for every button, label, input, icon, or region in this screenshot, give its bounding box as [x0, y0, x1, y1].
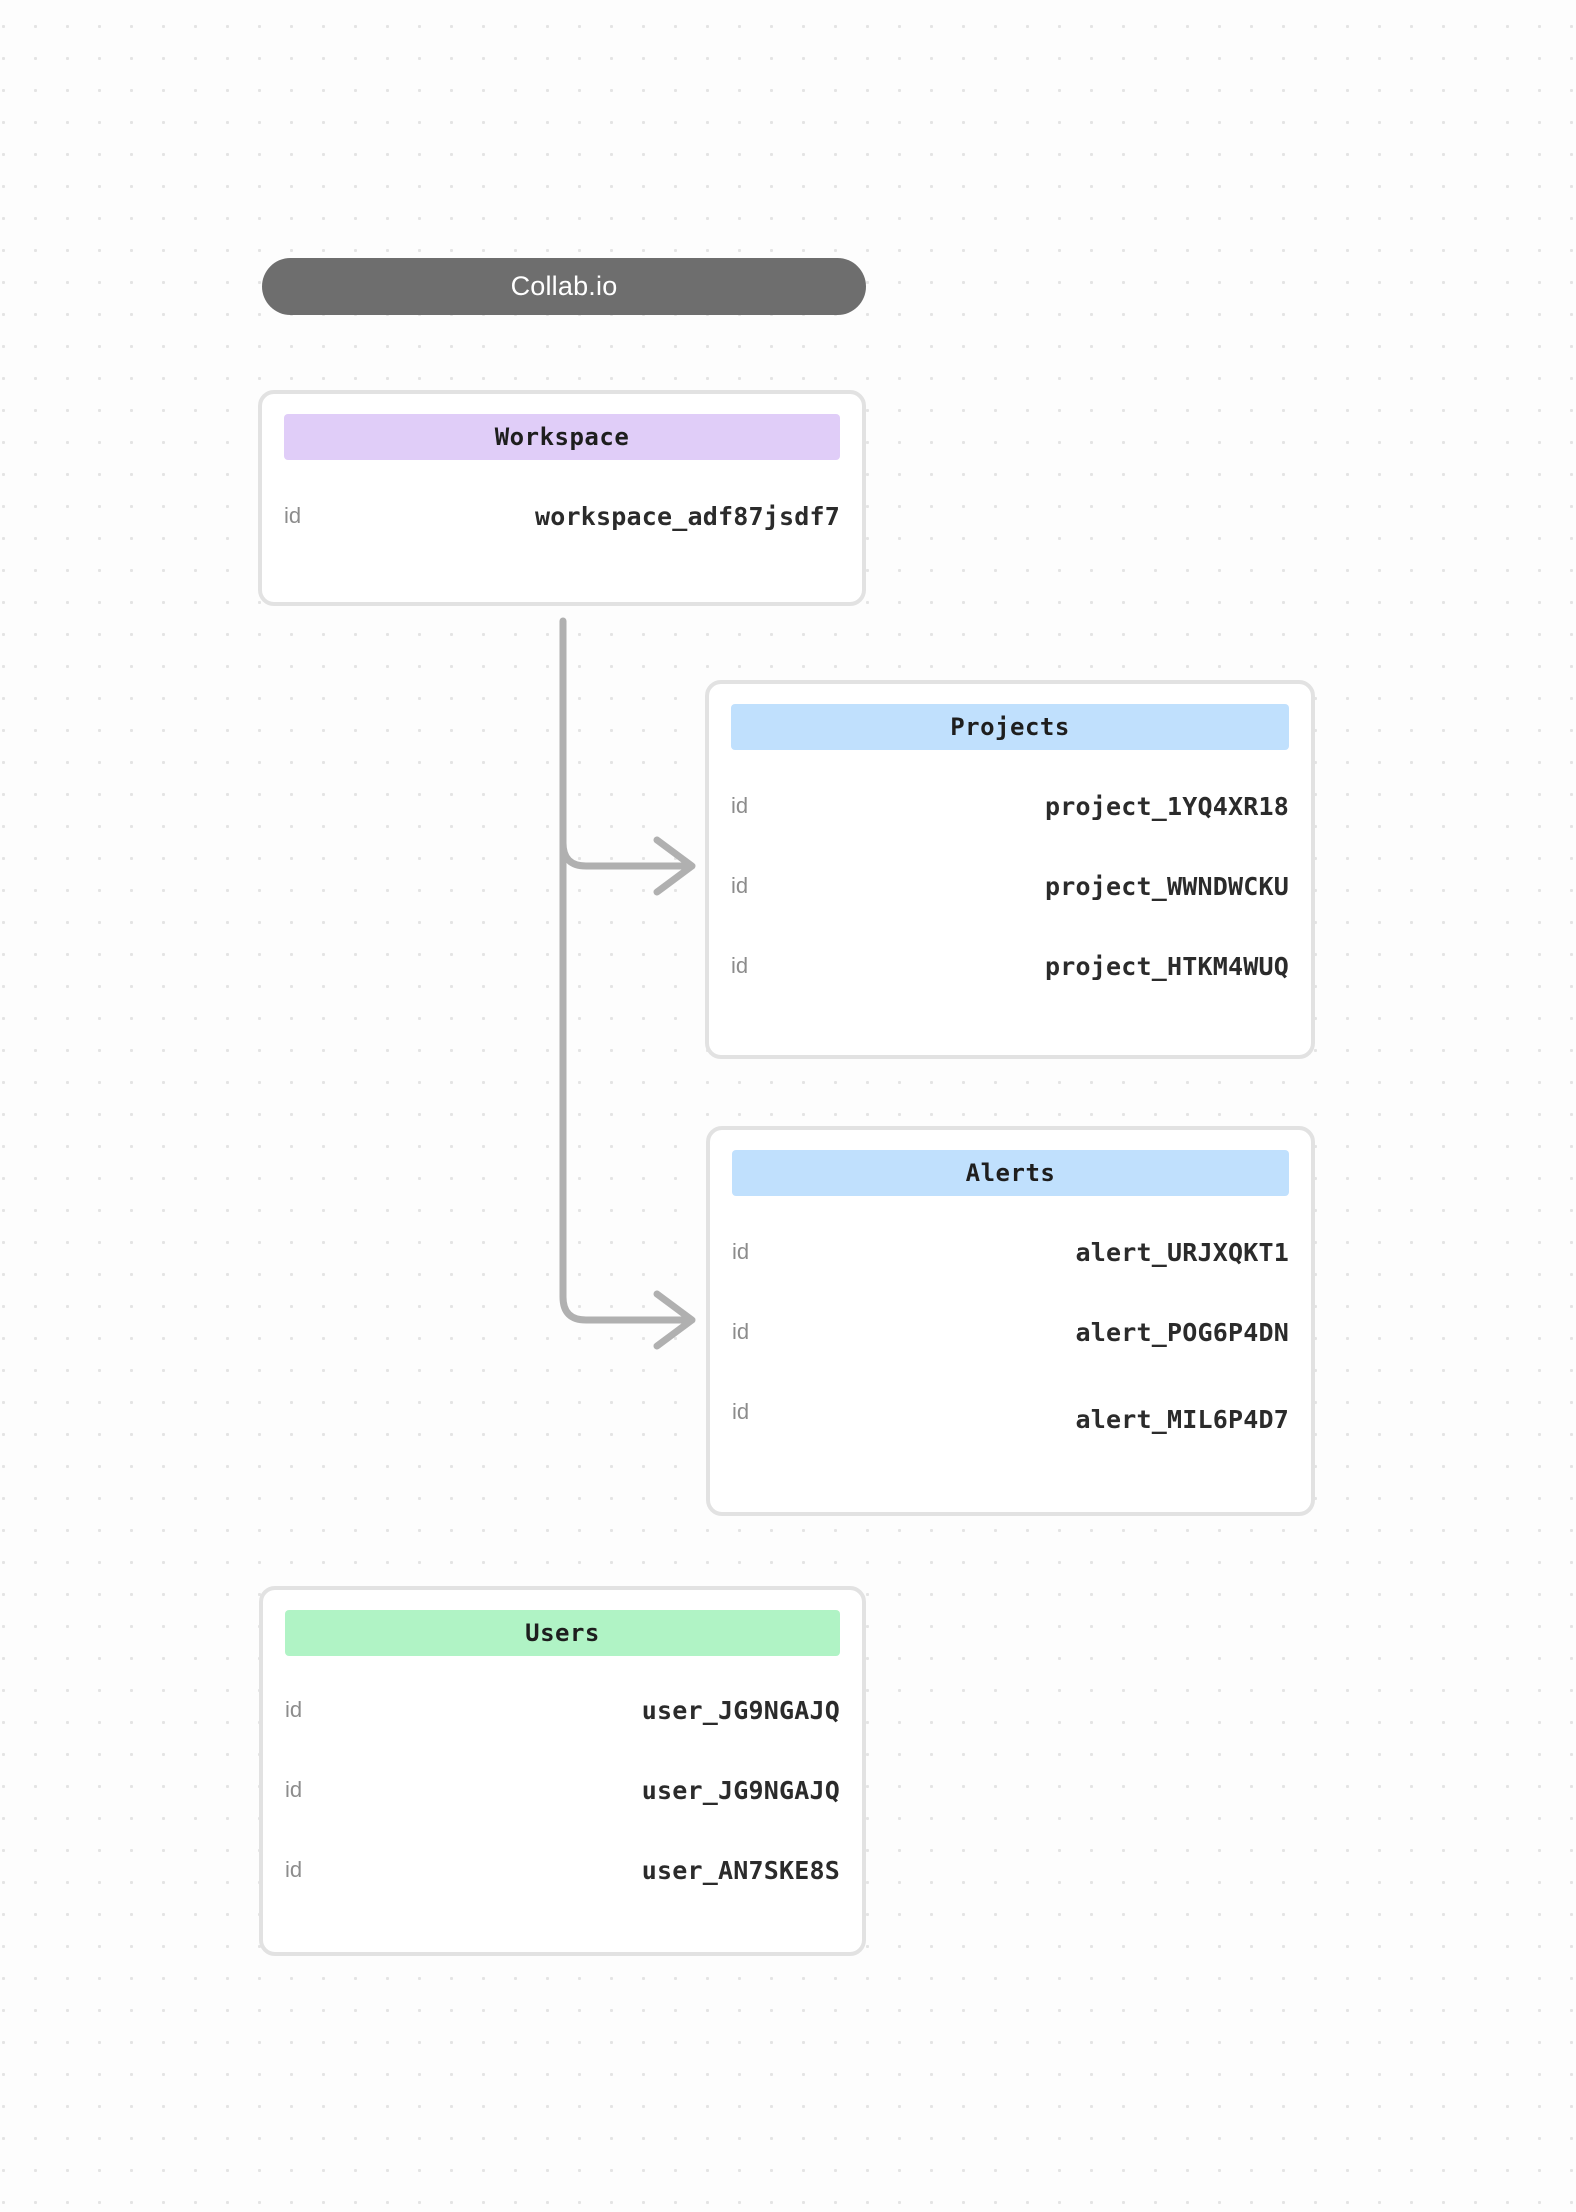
edge-workspace-projects	[559, 839, 690, 870]
entity-rows-projects: id project_1YQ4XR18 id project_WWNDWCKU …	[731, 766, 1289, 1006]
entity-rows-alerts: id alert_URJXQKT1 id alert_POG6P4DN id a…	[732, 1212, 1289, 1452]
row-key: id	[284, 503, 302, 528]
table-row[interactable]: id alert_URJXQKT1	[732, 1212, 1289, 1292]
row-key: id	[285, 1857, 303, 1882]
row-key: id	[285, 1777, 303, 1802]
entity-title-workspace: Workspace	[494, 423, 630, 451]
entity-header-users: Users	[285, 1610, 840, 1656]
table-row[interactable]: id project_1YQ4XR18	[731, 766, 1289, 846]
diagram-title-pill: Collab.io	[262, 258, 866, 315]
table-row[interactable]: id user_JG9NGAJQ	[285, 1670, 840, 1750]
row-key: id	[732, 1399, 750, 1424]
row-value: project_1YQ4XR18	[1044, 791, 1289, 821]
entity-card-users[interactable]: Users id user_JG9NGAJQ id user_JG9NGAJQ …	[259, 1586, 866, 1956]
row-value: alert_MIL6P4D7	[1075, 1404, 1289, 1434]
entity-title-alerts: Alerts	[965, 1159, 1056, 1187]
row-value: workspace_adf87jsdf7	[534, 501, 840, 531]
entity-card-alerts[interactable]: Alerts id alert_URJXQKT1 id alert_POG6P4…	[706, 1126, 1315, 1516]
arrowhead-projects	[653, 836, 696, 896]
row-value: user_AN7SKE8S	[641, 1855, 840, 1885]
row-value: project_HTKM4WUQ	[1044, 951, 1289, 981]
row-value: user_JG9NGAJQ	[641, 1695, 840, 1725]
entity-header-projects: Projects	[731, 704, 1289, 750]
table-row[interactable]: id workspace_adf87jsdf7	[284, 476, 840, 556]
table-row[interactable]: id alert_POG6P4DN	[732, 1292, 1289, 1372]
row-value: alert_POG6P4DN	[1075, 1317, 1289, 1347]
table-row[interactable]: id user_AN7SKE8S	[285, 1830, 840, 1910]
row-key: id	[731, 873, 749, 898]
entity-card-workspace[interactable]: Workspace id workspace_adf87jsdf7	[258, 390, 866, 606]
diagram-title-text: Collab.io	[510, 271, 618, 301]
row-value: user_JG9NGAJQ	[641, 1775, 840, 1805]
row-key: id	[731, 953, 749, 978]
entity-header-workspace: Workspace	[284, 414, 840, 460]
row-value: alert_URJXQKT1	[1075, 1237, 1289, 1267]
row-key: id	[731, 793, 749, 818]
entity-title-projects: Projects	[950, 713, 1070, 741]
entity-rows-users: id user_JG9NGAJQ id user_JG9NGAJQ id use…	[285, 1670, 840, 1910]
entity-title-users: Users	[525, 1619, 600, 1647]
row-key: id	[732, 1239, 750, 1264]
arrowhead-alerts	[653, 1290, 696, 1350]
entity-rows-workspace: id workspace_adf87jsdf7	[284, 476, 840, 556]
table-row[interactable]: id alert_MIL6P4D7	[732, 1372, 1289, 1452]
table-row[interactable]: id user_JG9NGAJQ	[285, 1750, 840, 1830]
row-key: id	[285, 1697, 303, 1722]
entity-header-alerts: Alerts	[732, 1150, 1289, 1196]
entity-card-projects[interactable]: Projects id project_1YQ4XR18 id project_…	[705, 680, 1315, 1059]
row-key: id	[732, 1319, 750, 1344]
row-value: project_WWNDWCKU	[1044, 871, 1289, 901]
table-row[interactable]: id project_HTKM4WUQ	[731, 926, 1289, 1006]
edge-trunk	[559, 617, 690, 1324]
table-row[interactable]: id project_WWNDWCKU	[731, 846, 1289, 926]
